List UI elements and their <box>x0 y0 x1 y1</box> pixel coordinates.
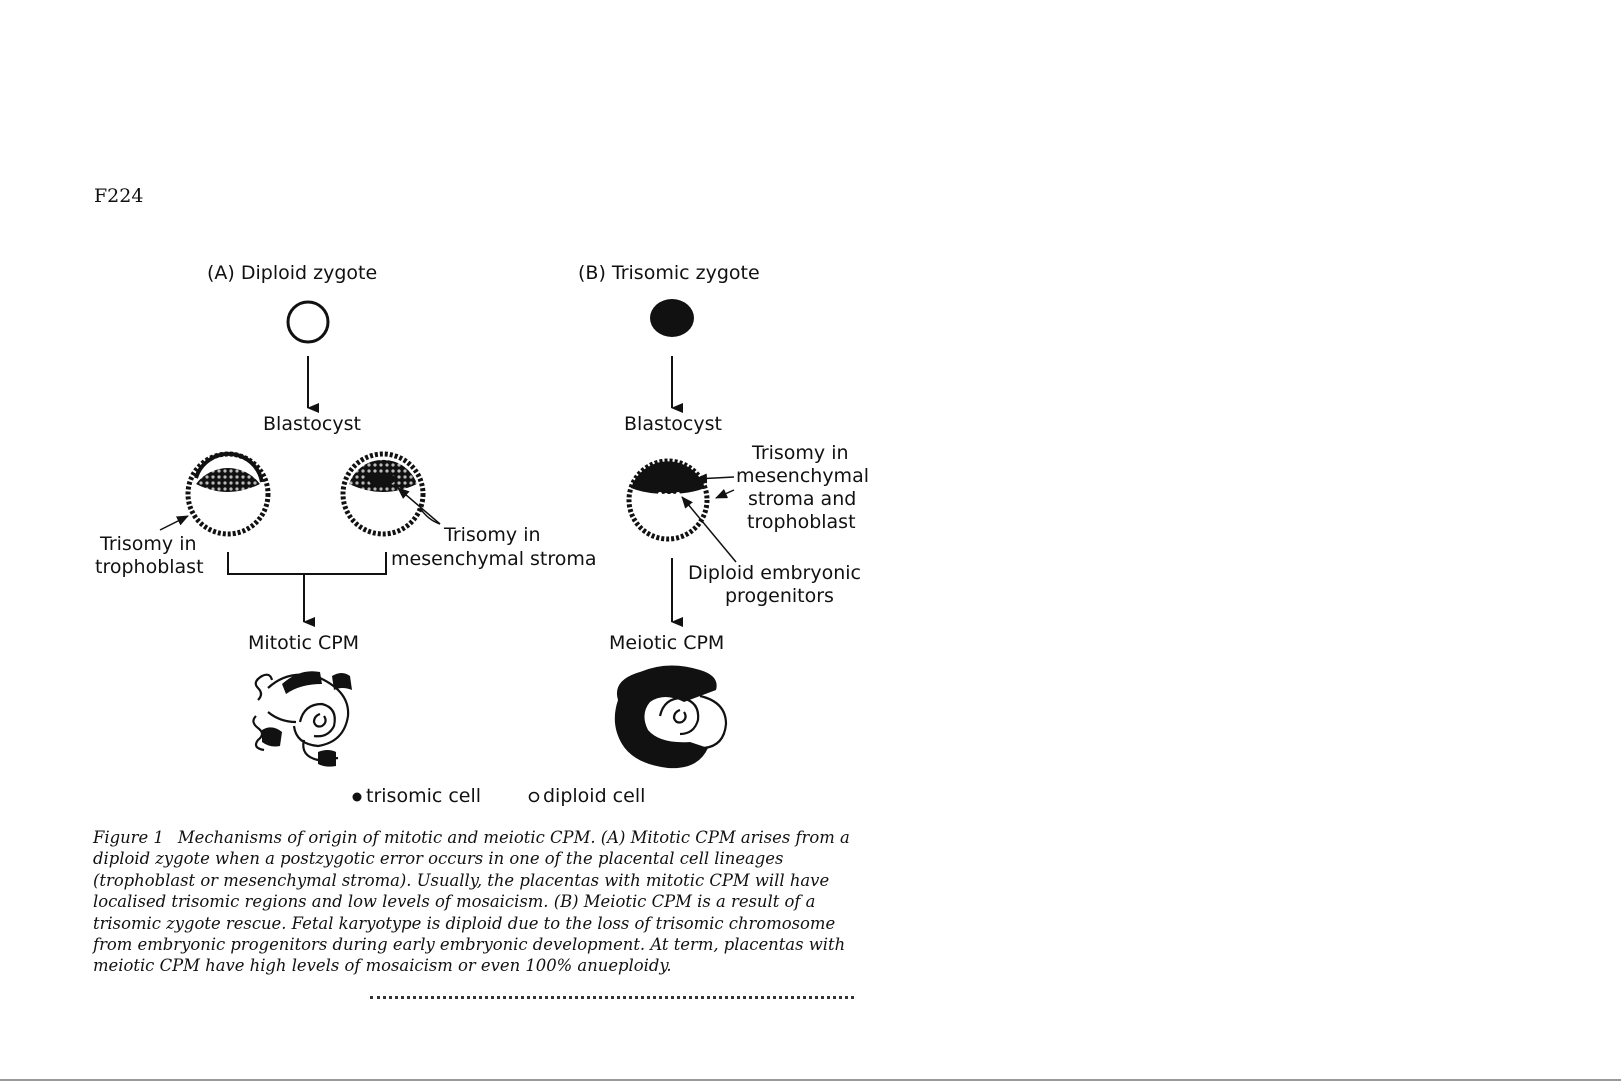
page-identifier: F224 <box>94 185 144 207</box>
blastocyst-trisomic-rescue <box>626 458 710 542</box>
panel-b-stage-label: Blastocyst <box>624 413 722 435</box>
scan-bottom-edge <box>0 1079 1621 1081</box>
legend-diploid-label: diploid cell <box>543 785 646 807</box>
panel-b-trisomy-note-line2: mesenchymal <box>736 465 869 487</box>
panel-a-mesenchymal-note-line2: mesenchymal stroma <box>391 548 597 570</box>
panel-a-stage-label: Blastocyst <box>263 413 361 435</box>
panel-a-merge-bracket <box>227 552 387 575</box>
panel-b-diploid-note-line1: Diploid embryonic <box>688 562 861 584</box>
panel-b-trisomy-note-line3: stroma and <box>748 488 857 510</box>
pointer-mesenchymal-2 <box>419 507 441 525</box>
panel-a-outcome-label: Mitotic CPM <box>248 632 360 654</box>
panel-a-trophoblast-note-line1: Trisomy in <box>100 533 197 555</box>
meiotic-cpm-placenta-mass <box>614 665 717 769</box>
mitotic-trisomic-patch-2 <box>332 673 352 690</box>
diploid-zygote-circle <box>286 300 330 344</box>
panel-a-title: (A) Diploid zygote <box>207 262 378 284</box>
pointer-mesenchymal-1 <box>397 487 441 525</box>
panel-a-mesenchymal-note-line1: Trisomy in <box>444 524 541 546</box>
mitotic-trisomic-patch-3 <box>262 727 282 747</box>
panel-a-trophoblast-note-line2: trophoblast <box>95 556 204 578</box>
blastocyst-mesenchymal-trisomy <box>340 451 426 537</box>
panel-b-title: (B) Trisomic zygote <box>578 262 760 284</box>
pointer-b-diploid <box>681 496 737 563</box>
mitotic-trisomic-patch-4 <box>318 750 336 767</box>
mitotic-trisomic-patch-1 <box>282 671 322 694</box>
blastocyst-trophoblast-trisomy <box>185 451 271 537</box>
figure-caption-text: Mechanisms of origin of mitotic and meio… <box>93 828 850 976</box>
panel-b-trisomy-note-line4: trophoblast <box>747 511 856 533</box>
legend-trisomic-dot <box>352 792 362 802</box>
trisomic-zygote-dot <box>650 299 694 337</box>
figure-label: Figure 1 <box>93 828 164 847</box>
pointer-b-trisomy-2 <box>715 488 735 499</box>
truncated-text-line <box>370 996 854 999</box>
panel-b-diploid-note-line2: progenitors <box>725 585 834 607</box>
legend-trisomic-label: trisomic cell <box>366 785 482 807</box>
meiotic-cpm-fetus-outline <box>658 694 728 750</box>
legend-diploid-dot <box>528 791 540 803</box>
mitotic-cpm-placenta-illustration <box>252 673 350 762</box>
pointer-trophoblast <box>159 515 189 531</box>
pointer-b-trisomy-1 <box>695 473 735 484</box>
panel-b-trisomy-note-line1: Trisomy in <box>752 442 849 464</box>
panel-b-outcome-label: Meiotic CPM <box>609 632 725 654</box>
